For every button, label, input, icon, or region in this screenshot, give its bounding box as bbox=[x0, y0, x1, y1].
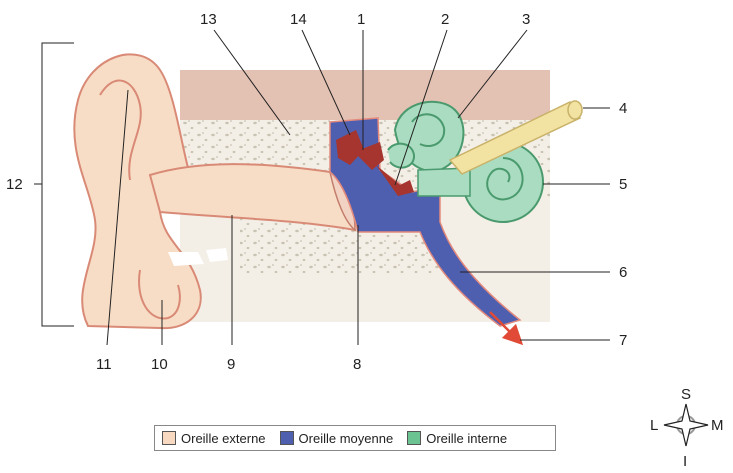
label-4: 4 bbox=[619, 100, 627, 117]
orientation-compass: S L M I bbox=[650, 386, 724, 470]
label-3: 3 bbox=[522, 11, 530, 28]
compass-l: L bbox=[650, 417, 658, 434]
legend-label-external: Oreille externe bbox=[181, 431, 266, 446]
label-8: 8 bbox=[353, 356, 361, 373]
label-9: 9 bbox=[227, 356, 235, 373]
legend-swatch-inner bbox=[407, 431, 421, 445]
label-2: 2 bbox=[441, 11, 449, 28]
legend-item-middle: Oreille moyenne bbox=[280, 431, 394, 446]
legend-label-inner: Oreille interne bbox=[426, 431, 507, 446]
label-10: 10 bbox=[151, 356, 168, 373]
legend: Oreille externe Oreille moyenne Oreille … bbox=[154, 425, 556, 451]
legend-swatch-external bbox=[162, 431, 176, 445]
label-1: 1 bbox=[357, 11, 365, 28]
legend-swatch-middle bbox=[280, 431, 294, 445]
label-6: 6 bbox=[619, 264, 627, 281]
legend-label-middle: Oreille moyenne bbox=[299, 431, 394, 446]
bracket-12 bbox=[34, 43, 74, 326]
label-14: 14 bbox=[290, 11, 307, 28]
nerve-end bbox=[568, 101, 582, 119]
label-11: 11 bbox=[96, 356, 112, 373]
compass-s: S bbox=[681, 386, 691, 403]
label-5: 5 bbox=[619, 176, 627, 193]
compass-i: I bbox=[683, 453, 687, 470]
compass-m: M bbox=[711, 417, 724, 434]
label-12: 12 bbox=[6, 176, 23, 193]
legend-item-inner: Oreille interne bbox=[407, 431, 507, 446]
label-13: 13 bbox=[200, 11, 217, 28]
label-7: 7 bbox=[619, 332, 627, 349]
legend-item-external: Oreille externe bbox=[162, 431, 266, 446]
